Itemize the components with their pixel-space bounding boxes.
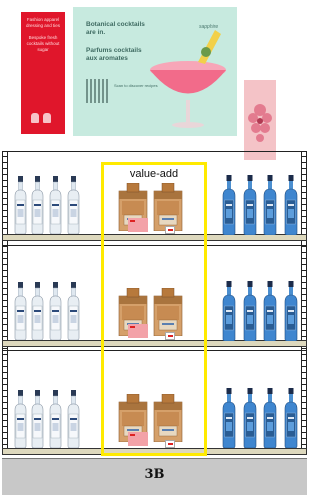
price-tag xyxy=(165,226,175,234)
blue-gin-bottle xyxy=(222,281,236,341)
promo-card xyxy=(128,432,148,446)
shelf-line xyxy=(2,350,307,351)
blue-gin-bottle xyxy=(284,175,298,235)
blue-gin-bottle xyxy=(243,388,257,448)
clear-gin-bottle xyxy=(14,176,27,234)
gift-box-pack xyxy=(153,288,183,336)
shelf-line xyxy=(2,245,307,246)
blue-gin-bottle xyxy=(222,175,236,235)
shelf-base xyxy=(2,458,307,495)
shelf-board xyxy=(2,340,307,347)
clear-gin-bottle xyxy=(49,176,62,234)
gift-box-pack xyxy=(153,394,183,442)
clear-gin-bottle xyxy=(14,390,27,448)
blue-gin-bottle xyxy=(263,388,277,448)
red-banner-text-bottom: Bespoke fresh cocktails without sugar xyxy=(26,35,60,52)
clear-gin-bottle xyxy=(31,390,44,448)
top-shelf-line xyxy=(2,151,307,152)
left-upright xyxy=(2,151,8,453)
promo-card xyxy=(128,218,148,232)
clear-gin-bottle xyxy=(67,390,80,448)
promo-card xyxy=(128,324,148,338)
clear-gin-bottle xyxy=(67,282,80,340)
blue-gin-bottle xyxy=(263,281,277,341)
shelf-board xyxy=(2,234,307,241)
price-tag xyxy=(165,332,175,340)
value-add-highlight-box[interactable] xyxy=(101,162,207,456)
poster-qr-caption: Scan to discover recipes xyxy=(114,83,158,88)
blue-gin-bottle xyxy=(284,388,298,448)
section-label: 3B xyxy=(144,467,165,482)
cocktail-glass-icon xyxy=(150,30,226,128)
qr-code-icon xyxy=(86,79,110,103)
clear-gin-bottle xyxy=(31,176,44,234)
blue-gin-bottle xyxy=(222,388,236,448)
right-upright xyxy=(301,151,307,453)
blue-gin-bottle xyxy=(243,175,257,235)
people-icon xyxy=(31,113,55,123)
price-tag xyxy=(165,440,175,448)
clear-gin-bottle xyxy=(67,176,80,234)
value-add-label: value-add xyxy=(129,168,179,180)
blue-gin-bottle xyxy=(263,175,277,235)
poster-brand: sapphire xyxy=(199,24,219,30)
red-promo-banner: Fashion apparel dressing and ties Bespok… xyxy=(21,12,65,134)
poster-headline-fr: Parfums cocktails aux aromates xyxy=(86,47,142,62)
poster-headline: Botanical cocktails are in. xyxy=(86,21,145,36)
blue-gin-bottle xyxy=(243,281,257,341)
pink-floral-card xyxy=(244,80,276,160)
red-banner-text-top: Fashion apparel dressing and ties xyxy=(25,17,61,28)
clear-gin-bottle xyxy=(49,390,62,448)
clear-gin-bottle xyxy=(31,282,44,340)
clear-gin-bottle xyxy=(14,282,27,340)
gift-box-pack xyxy=(153,183,183,231)
cocktail-poster: Botanical cocktails are in. Parfums cock… xyxy=(73,7,237,136)
clear-gin-bottle xyxy=(49,282,62,340)
flower-icon xyxy=(248,104,272,142)
blue-gin-bottle xyxy=(284,281,298,341)
